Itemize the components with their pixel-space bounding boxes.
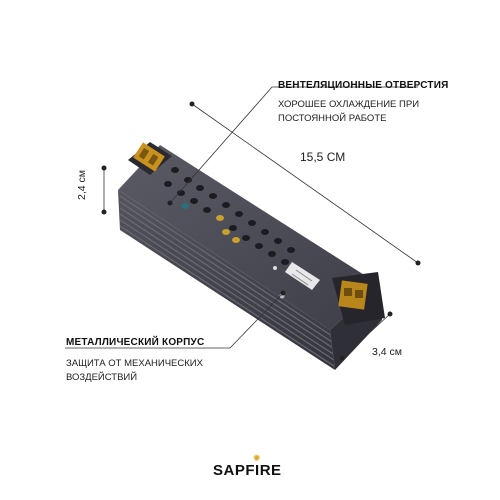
brand-logo-sun-icon: ✺ xyxy=(253,453,262,463)
vents-leader-line xyxy=(169,86,418,204)
length-dimension-line xyxy=(191,103,419,264)
brand-logo: SAPF✺IRE xyxy=(213,453,282,479)
width-dimension-label: 3,4 см xyxy=(372,346,402,358)
length-dim-end-dot xyxy=(189,101,195,107)
width-dimension-line xyxy=(341,313,391,359)
housing-callout-line: ВОЗДЕЙСТВИЙ xyxy=(66,372,138,383)
brand-logo-suffix: RE xyxy=(259,462,282,479)
vents-callout-line: ХОРОШЕЕ ОХЛАЖДЕНИЕ ПРИ xyxy=(278,99,420,110)
length-dimension-label: 15,5 СМ xyxy=(300,150,346,164)
housing-callout-title: МЕТАЛЛИЧЕСКИЙ КОРПУС xyxy=(66,337,205,348)
width-dim-end-dot xyxy=(339,355,345,361)
vents-callout-line: ПОСТОЯННОЙ РАБОТЕ xyxy=(278,113,387,124)
brand-logo-prefix: SAPF xyxy=(213,462,256,479)
height-dim-end-dot xyxy=(101,209,107,215)
housing-callout-line: ЗАЩИТА ОТ МЕХАНИЧЕСКИХ xyxy=(66,358,203,369)
label-sticker xyxy=(285,262,320,290)
width-dim-end-dot xyxy=(387,311,393,317)
led-indicator xyxy=(273,266,277,270)
brand-logo-i: ✺I xyxy=(253,453,261,479)
right-terminal-block xyxy=(332,272,385,325)
vents-leader-dot xyxy=(167,200,173,206)
height-dim-end-dot xyxy=(101,165,107,171)
vent-holes xyxy=(164,167,295,265)
housing-side-face xyxy=(118,190,335,370)
height-dimension-label: 2,4 см xyxy=(76,170,88,200)
brand-logo-i-letter: I xyxy=(255,462,260,479)
vents-callout-title: ВЕНТЕЛЯЦИОННЫЕ ОТВЕРСТИЯ xyxy=(278,80,449,91)
housing-callout-text: ЗАЩИТА ОТ МЕХАНИЧЕСКИХ ВОЗДЕЙСТВИЙ xyxy=(66,357,203,385)
housing-leader-dot xyxy=(280,290,286,296)
vents-callout-text: ХОРОШЕЕ ОХЛАЖДЕНИЕ ПРИ ПОСТОЯННОЙ РАБОТЕ xyxy=(278,98,419,126)
length-dim-end-dot xyxy=(415,260,421,266)
left-terminal-block xyxy=(128,142,172,175)
housing-leader-line xyxy=(65,292,284,349)
